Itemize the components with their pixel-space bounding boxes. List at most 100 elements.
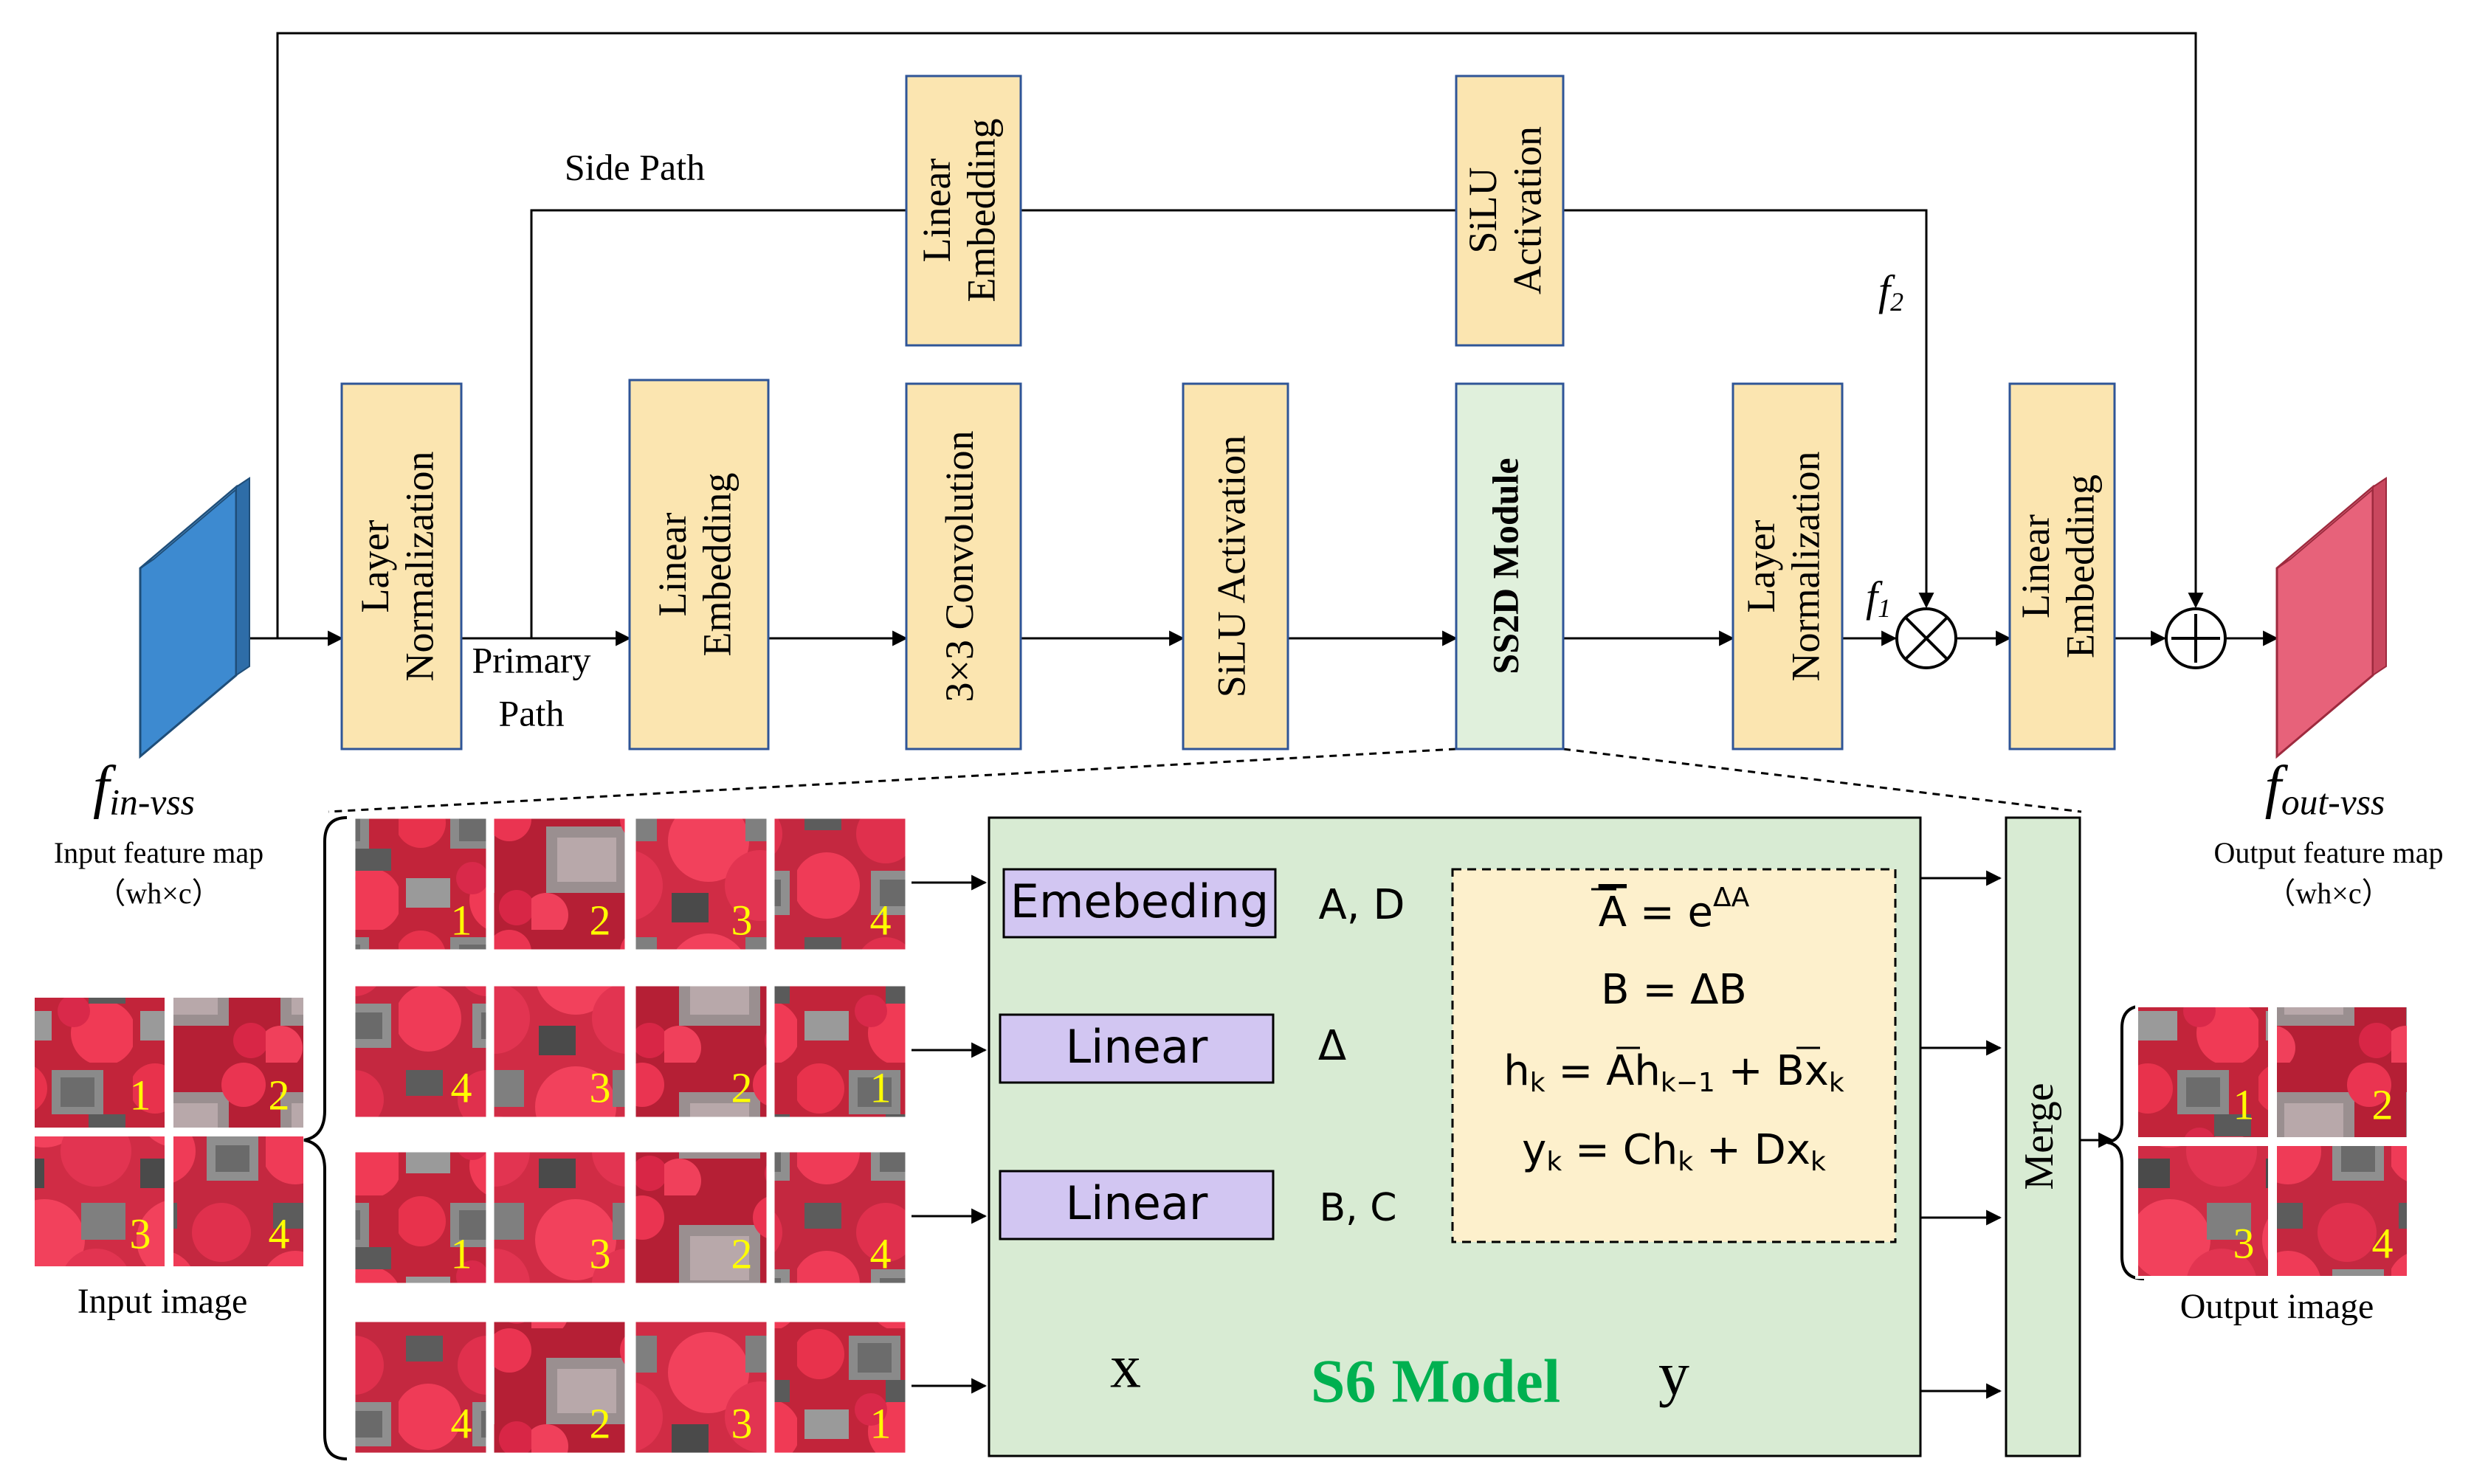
output-image-label: Output image [2180,1287,2374,1326]
linear-embed-1-block [628,379,770,750]
scan-row-4-number-2: 2 [590,1399,611,1447]
output-image-patch-3 [2135,1143,2271,1279]
input-feature-map-dims: （wh×c） [96,877,221,910]
output-image-patch-number-1: 1 [2233,1080,2255,1128]
conv-label: 3×3 Convolution [937,431,982,703]
equation-3-part-4: A [1606,1047,1634,1095]
s6-output-ad: A, D [1318,881,1405,929]
equation-3-part-3: = [1545,1047,1607,1095]
scan-row-2-patch-3 [633,984,769,1119]
equation-3: hk = Ahk−1 + Bxk [1503,1047,1844,1098]
skip-connection-arrow [276,32,2204,638]
ss2d-module-block [1455,382,1565,750]
equation-2: B = ΔB [1601,966,1747,1014]
layer-norm-1-block [340,382,463,750]
input-image-patch-1 [32,995,168,1131]
zoom-guide-left [328,748,1457,813]
equation-1-part-1: A [1599,888,1627,936]
f1-label: f1 [1866,573,1891,623]
scan-row-3-number-2: 3 [590,1229,611,1277]
conv-block [905,382,1022,750]
scan-row-1-patch-4 [772,816,908,952]
silu-side-label-line-1: SiLU [1461,167,1505,253]
scan-row-3-patch-2 [492,1150,627,1285]
scan-row-4-patch-4 [772,1319,908,1455]
scan-row-1-number-3: 3 [731,896,753,944]
scan-row-4-number-4: 1 [870,1399,892,1447]
output-image-patch-1 [2135,1004,2271,1140]
output-image-patch-number-4: 4 [2372,1219,2394,1267]
s6-model-title: S6 Model [1311,1347,1560,1415]
linear-embedding-side-label-line-1: Linear [914,159,959,263]
layer-norm-1-label-line-2: Normalization [398,452,442,682]
output-image-patch-4 [2274,1143,2410,1279]
embedding-label: Emebeding [1010,874,1269,928]
scan-row-2-number-3: 2 [731,1063,753,1111]
equation-4-part-5: k [1678,1147,1693,1177]
ss2d-module-label: SS2D Module [1484,458,1526,674]
s6-output-y: y [1658,1339,1689,1408]
output-feature-map-label: Output feature map [2214,836,2444,869]
linear-top-label: Linear [1066,1020,1208,1074]
output-feature-map-side [2372,477,2387,677]
equation-1-part-3: ΔA [1713,883,1750,913]
equation-4-part-7: x [1786,1126,1810,1174]
layer-norm-2-label-line-2: Normalization [1784,452,1828,682]
scan-row-4-number-3: 3 [731,1399,753,1447]
merge-block [2005,816,2081,1457]
input-image-patch-3 [32,1133,168,1269]
equation-2-part-1: B = ΔB [1601,966,1747,1014]
scan-row-3-patch-1 [353,1150,489,1285]
input-image-label: Input image [77,1282,248,1321]
add-plus-icon [2171,614,2220,663]
input-brace [303,816,348,1460]
scan-row-2-number-2: 3 [590,1063,611,1111]
s6-output-bc: B, C [1319,1186,1396,1230]
layer-norm-1-label-line-1: Layer [353,520,397,613]
scan-row-4-patch-1 [353,1319,489,1455]
scan-row-1-number-4: 4 [870,896,892,944]
linear-embed-out-label-line-1: Linear [2013,514,2058,618]
equation-4: yk = Chk + Dxk [1522,1126,1826,1177]
scan-row-3-number-4: 4 [870,1229,892,1277]
linear-embedding-side-block [905,75,1022,347]
scan-row-1-number-1: 1 [451,896,472,944]
output-image-patch-number-2: 2 [2372,1080,2394,1128]
input-feature-map-label: Input feature map [54,836,263,869]
equation-3-part-7: + [1715,1047,1777,1095]
silu-1-block [1182,382,1289,750]
equation-3-part-6: k−1 [1661,1068,1715,1098]
output-brace [2106,1004,2145,1280]
scan-row-3-patch-4 [772,1150,908,1285]
input-image-patch-number-4: 4 [269,1209,290,1257]
scan-row-1-patch-2 [492,816,627,952]
linear-top-block [999,1013,1275,1084]
scan-row-1-number-2: 2 [590,896,611,944]
equation-3-part-5: h [1634,1047,1661,1095]
equation-3-part-8: B [1776,1047,1804,1095]
output-feature-symbol: fout-vss [2265,755,2385,823]
linear-embedding-side-label-line-2: Embedding [959,119,1004,303]
s6-input-x: x [1110,1332,1141,1401]
scan-row-4-patch-3 [633,1319,769,1455]
primary-path-label-line-1: Primary [472,639,590,680]
scan-row-3-patch-3 [633,1150,769,1285]
equation-3-part-2: k [1530,1068,1545,1098]
output-feature-map-dims: （wh×c） [2266,877,2391,910]
layer-norm-2-label-line-1: Layer [1739,520,1783,613]
scan-row-2-patch-2 [492,984,627,1119]
equation-3-part-9: x [1805,1047,1829,1095]
f2-label-subscript: 2 [1890,287,1903,317]
layer-norm-2-block [1731,382,1844,750]
embedding-block [1002,868,1277,939]
equation-1-part-2: = e [1627,888,1713,936]
linear-bottom-block [999,1170,1275,1240]
linear-embed-out-block [2008,382,2116,750]
input-feature-symbol-subscript: in-vss [109,782,195,823]
f2-label: f2 [1878,266,1903,317]
scan-row-2-patch-4 [772,984,908,1119]
f1-label-subscript: 1 [1878,593,1891,623]
side-path-label: Side Path [565,146,705,187]
